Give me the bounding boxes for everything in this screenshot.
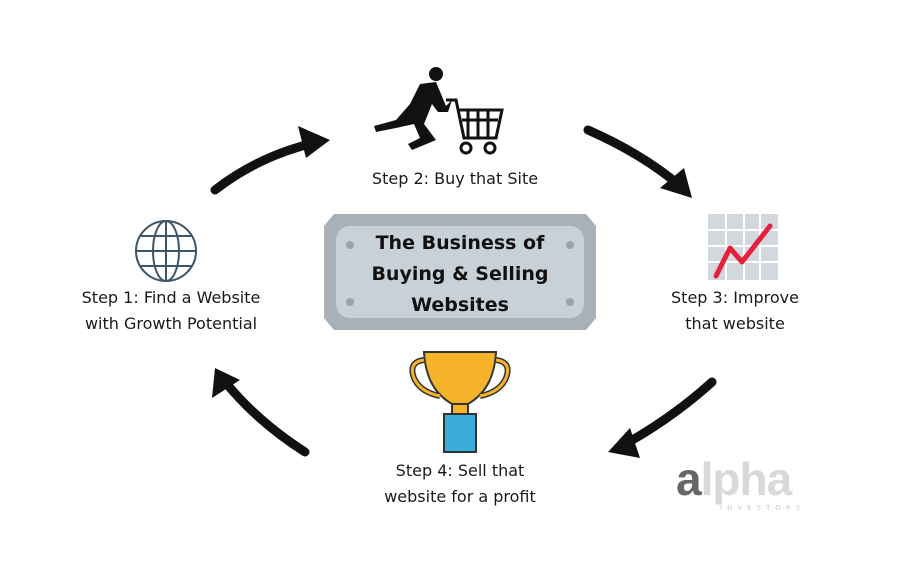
title-line: Buying & Selling [371, 263, 549, 285]
step-4-line: Step 4: Sell that [395, 461, 525, 480]
step-3-line: that website [685, 314, 785, 333]
logo-subtitle: INVESTORS [720, 504, 806, 512]
arrow-step1-to-step2 [210, 137, 323, 195]
shopping-cart-runner-icon [374, 67, 504, 155]
title-line: The Business of [375, 232, 545, 254]
step-3-line: Step 3: Improve [671, 288, 799, 307]
arrowhead-1 [298, 126, 330, 158]
arrowhead-4 [212, 368, 240, 398]
step-2-line: Step 2: Buy that Site [371, 169, 539, 188]
step-2-label: Step 2: Buy that Site [340, 166, 570, 192]
trophy-icon [409, 351, 511, 453]
diagram-title: The Business of Buying & Selling Website… [340, 228, 580, 321]
step-1-line: with Growth Potential [84, 314, 258, 333]
alpha-investors-logo: alpha [676, 456, 792, 502]
growth-chart-icon [708, 214, 778, 280]
step-4-line: website for a profit [384, 487, 536, 506]
logo-letters-rest: lpha [700, 453, 793, 505]
arrow-step4-to-step1 [217, 373, 310, 457]
title-line: Websites [411, 294, 509, 316]
step-1-line: Step 1: Find a Website [81, 288, 261, 307]
step-1-label: Step 1: Find a Website with Growth Potent… [56, 285, 286, 337]
arrowhead-3 [608, 428, 640, 458]
step-3-label: Step 3: Improve that website [650, 285, 820, 337]
globe-icon [135, 220, 197, 282]
arrowhead-2 [660, 168, 692, 198]
logo-letter-a: a [676, 453, 702, 505]
step-4-label: Step 4: Sell that website for a profit [350, 458, 570, 510]
title-plaque [324, 214, 596, 330]
